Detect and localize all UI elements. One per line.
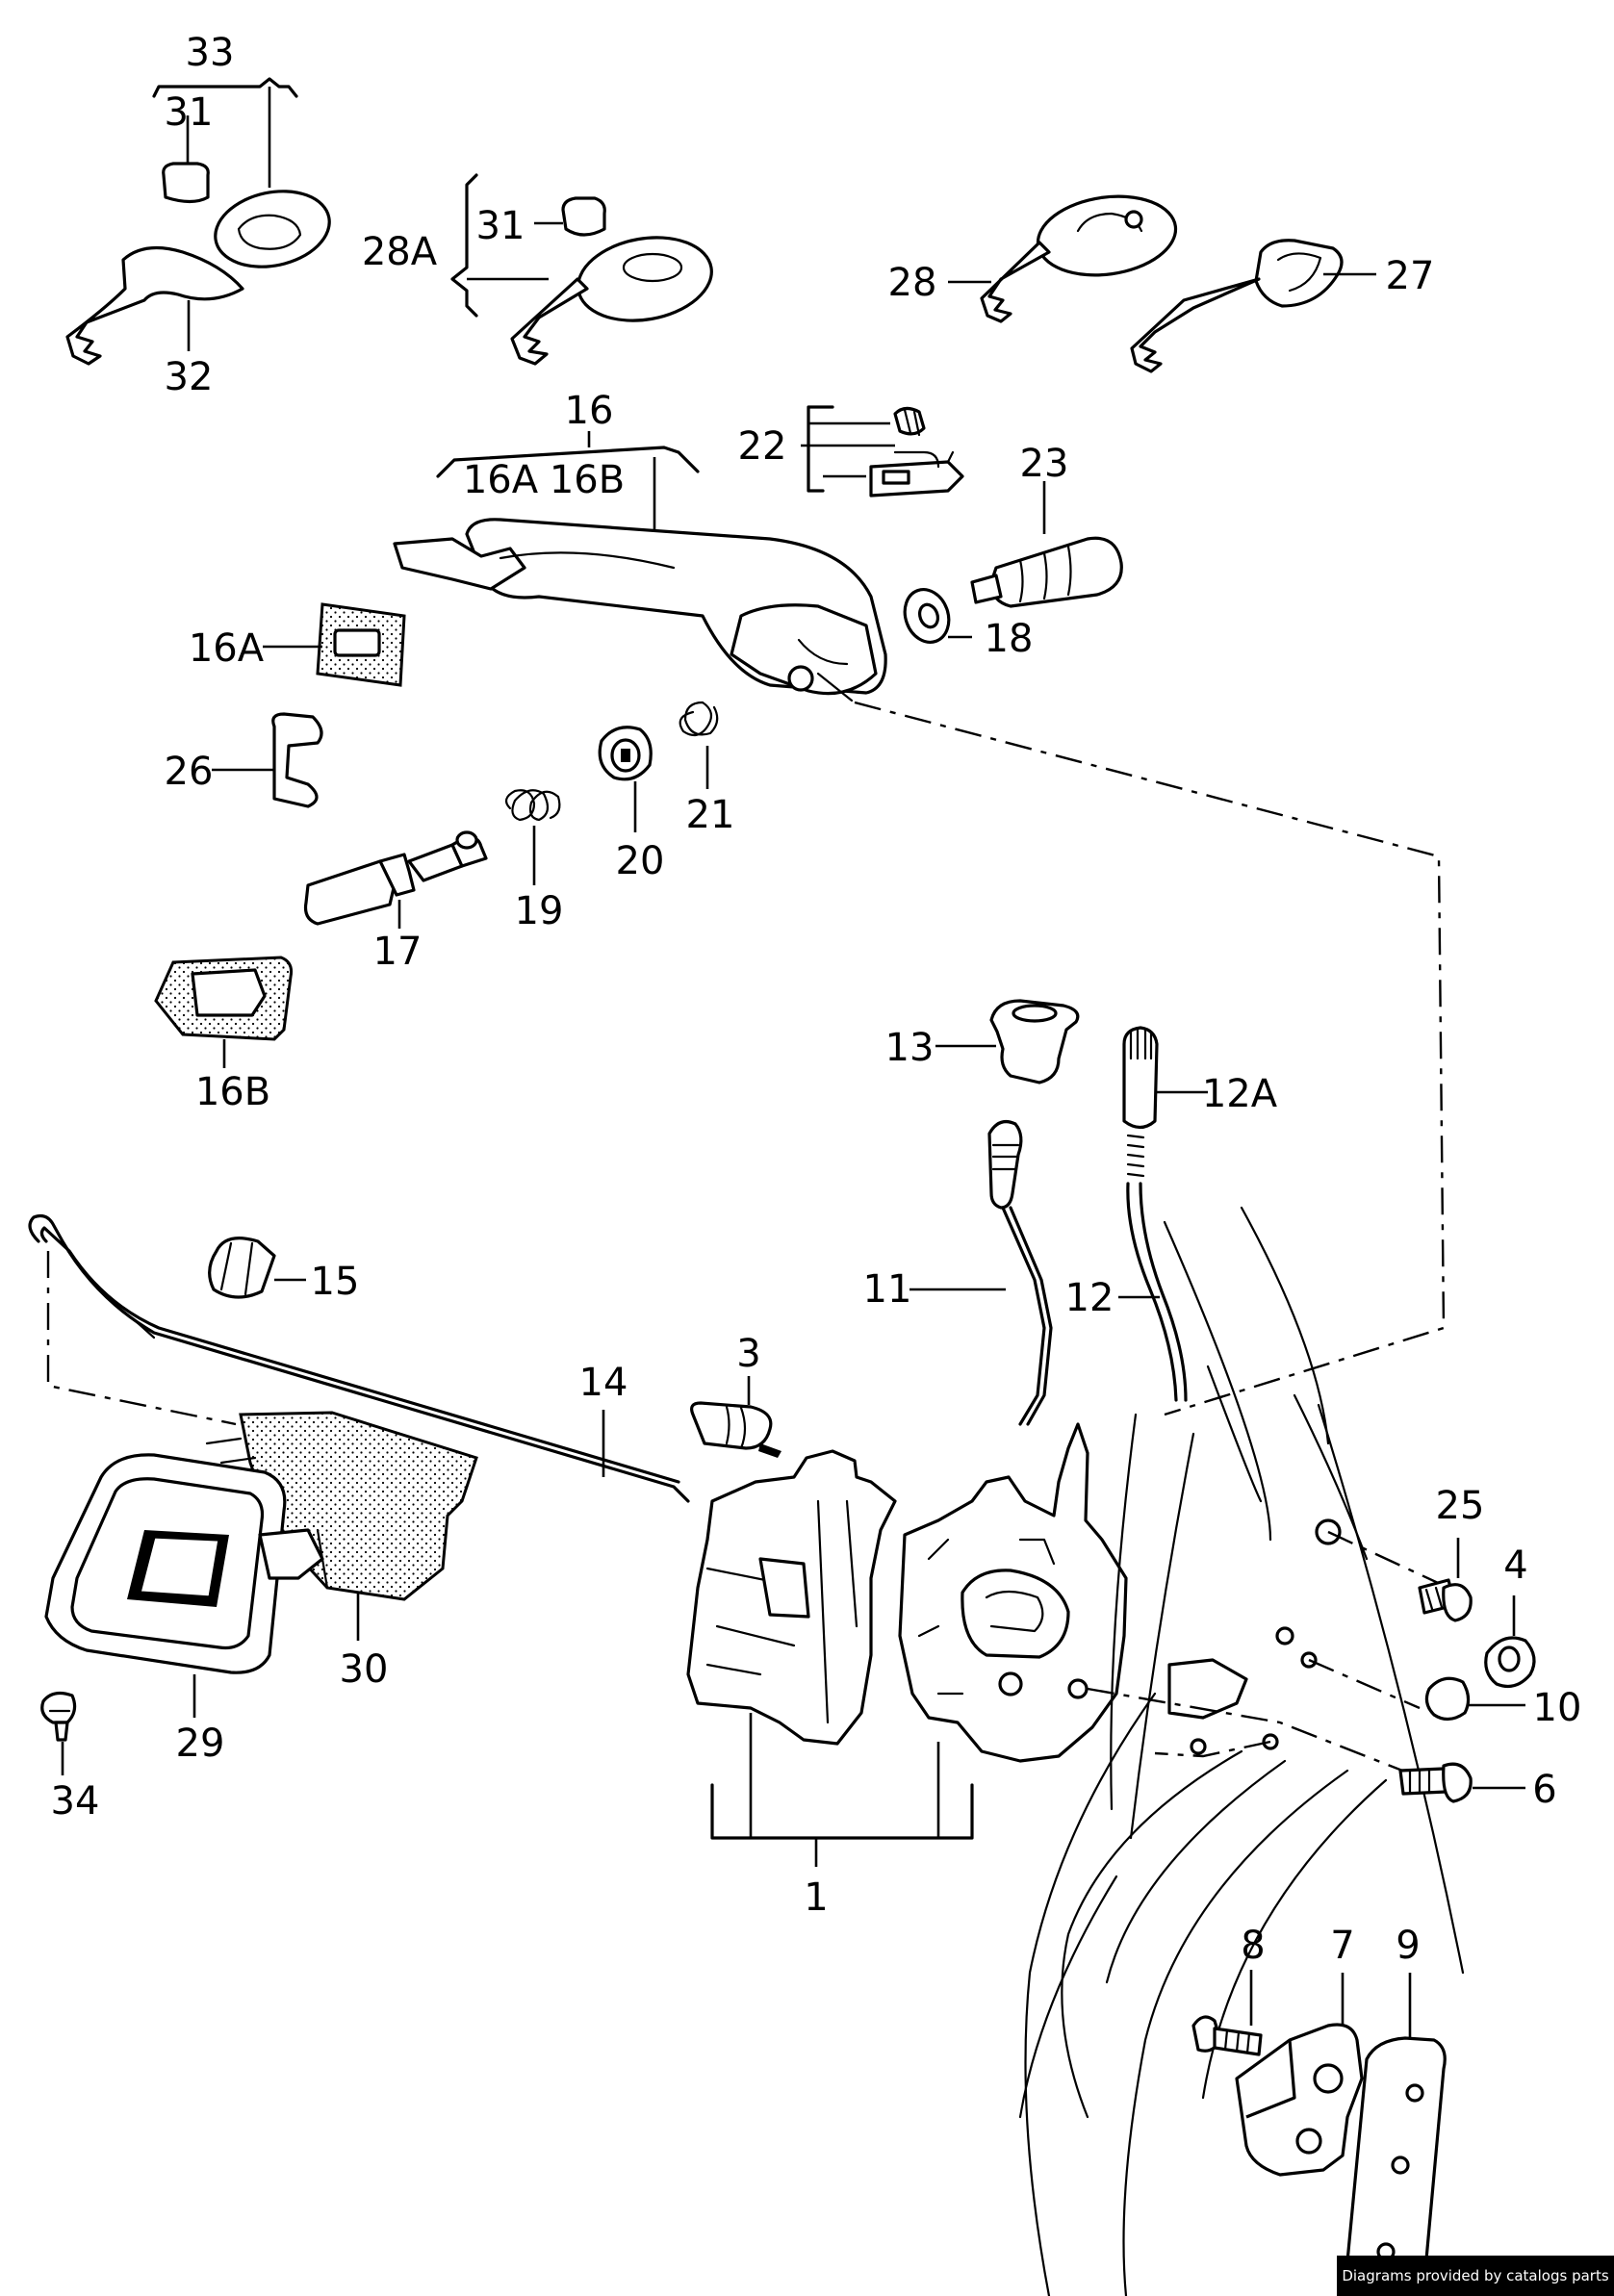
label-27: 27 — [1386, 254, 1435, 298]
nut-10 — [1424, 1676, 1525, 1722]
clip-15 — [208, 1237, 306, 1299]
label-12a: 12A — [1202, 1072, 1278, 1116]
key-28 — [948, 194, 1178, 323]
label-15: 15 — [311, 1260, 360, 1304]
door-handle-16 — [393, 431, 887, 702]
spring-19 — [504, 789, 561, 885]
label-30: 30 — [340, 1647, 389, 1692]
key-27 — [1130, 239, 1376, 373]
label-16a-group: 16A — [463, 458, 539, 502]
key-28a — [450, 173, 713, 366]
inner-handle-29 — [44, 1453, 324, 1718]
striker-7 — [1235, 1973, 1364, 2177]
nut-4 — [1484, 1595, 1536, 1688]
label-6: 6 — [1532, 1768, 1556, 1812]
label-19: 19 — [515, 889, 564, 933]
gasket-16a — [263, 602, 406, 687]
label-29: 29 — [176, 1722, 225, 1766]
spring-clip-22 — [801, 405, 964, 497]
label-32: 32 — [165, 355, 214, 399]
label-31-mid: 31 — [476, 204, 525, 248]
screw-6 — [1398, 1762, 1525, 1803]
screw-34 — [40, 1691, 77, 1775]
label-7: 7 — [1330, 1924, 1354, 1968]
spring-21 — [679, 701, 719, 789]
washer-18 — [903, 588, 972, 644]
label-20: 20 — [616, 839, 665, 883]
label-12: 12 — [1065, 1276, 1114, 1320]
key-set-33 — [65, 77, 331, 366]
callout-labels: 33 31 32 28A 31 28 27 16 16A 16B 22 23 1… — [51, 31, 1582, 1968]
label-4: 4 — [1503, 1543, 1527, 1588]
gasket-16b — [154, 956, 293, 1068]
label-18: 18 — [985, 617, 1034, 661]
label-22: 22 — [738, 424, 787, 469]
rod-12 — [1118, 1134, 1188, 1402]
label-16: 16 — [565, 389, 614, 433]
knob-12a — [1122, 1026, 1208, 1130]
label-3: 3 — [736, 1332, 760, 1376]
label-25: 25 — [1436, 1484, 1485, 1528]
label-1: 1 — [804, 1875, 828, 1920]
rod-11 — [909, 1120, 1053, 1426]
label-16b-group: 16B — [550, 458, 625, 502]
grommet-13 — [935, 999, 1080, 1084]
label-31-top: 31 — [165, 90, 214, 135]
label-26: 26 — [165, 750, 214, 794]
bushing-20 — [598, 726, 653, 832]
long-dashed-connection — [854, 701, 1449, 1777]
screw-8 — [1191, 1970, 1263, 2056]
label-13: 13 — [885, 1026, 935, 1070]
label-17: 17 — [373, 930, 423, 974]
label-16b: 16B — [195, 1070, 270, 1114]
clip-3 — [690, 1376, 781, 1458]
lock-assembly-1 — [686, 1422, 1128, 1867]
label-28a: 28A — [362, 230, 438, 274]
shim-plate-9 — [1345, 1973, 1447, 2296]
label-28: 28 — [888, 261, 937, 305]
screw-25 — [1418, 1538, 1473, 1622]
label-16a: 16A — [189, 626, 265, 671]
cable-14 — [28, 1213, 690, 1503]
label-14: 14 — [579, 1361, 628, 1405]
label-9: 9 — [1396, 1924, 1420, 1968]
plunger-17 — [303, 830, 488, 929]
label-21: 21 — [686, 793, 735, 837]
clip-26 — [212, 712, 323, 808]
label-23: 23 — [1020, 442, 1069, 486]
label-11: 11 — [863, 1267, 912, 1312]
credit-banner: Diagrams provided by catalogs parts — [1337, 2256, 1614, 2296]
lock-cylinder-23 — [970, 481, 1123, 608]
label-8: 8 — [1241, 1924, 1265, 1968]
label-33: 33 — [186, 31, 235, 75]
label-10: 10 — [1533, 1686, 1582, 1730]
label-34: 34 — [51, 1779, 100, 1824]
